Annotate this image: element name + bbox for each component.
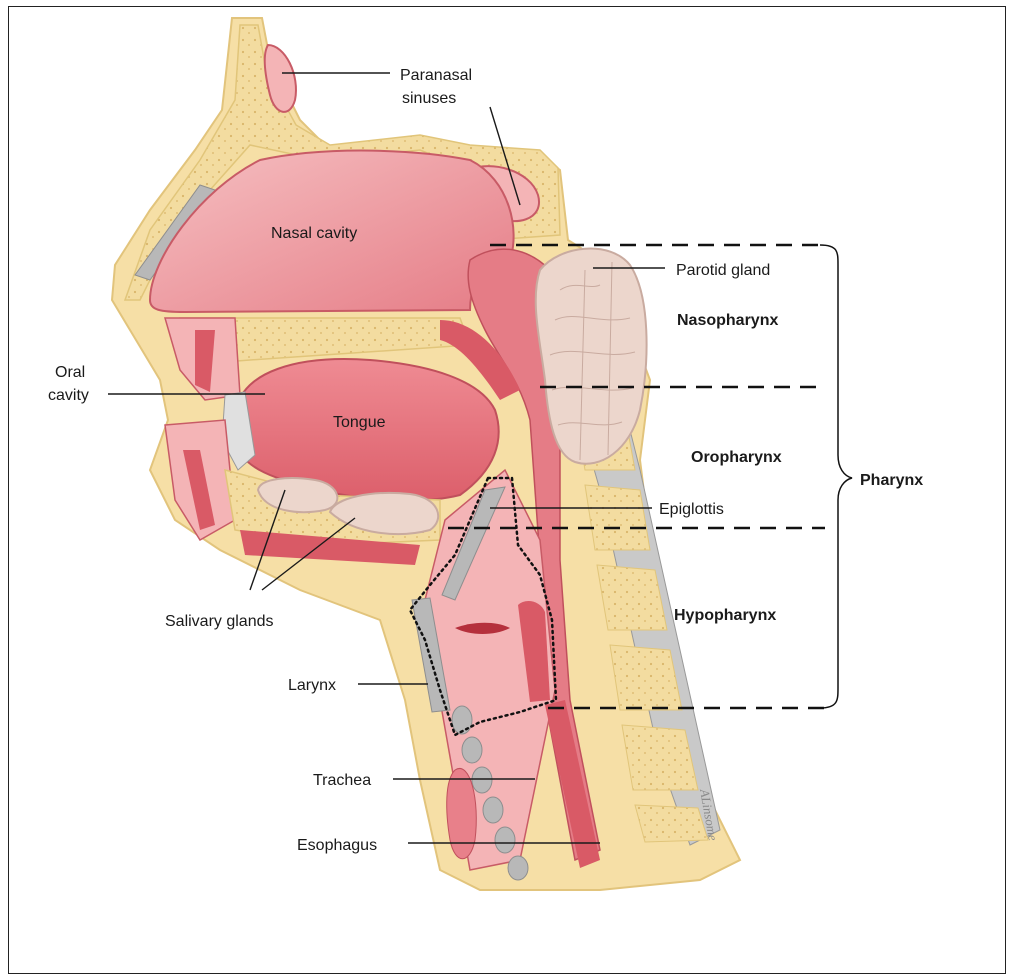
- label-epiglottis: Epiglottis: [659, 501, 724, 518]
- label-paranasal-line2: sinuses: [402, 90, 456, 107]
- pharynx-brace: [820, 245, 852, 708]
- label-nasal-cavity: Nasal cavity: [271, 225, 357, 242]
- parotid-gland: [536, 249, 647, 464]
- label-parotid-gland: Parotid gland: [676, 262, 770, 279]
- label-oral-line1: Oral: [55, 364, 85, 381]
- label-oropharynx: Oropharynx: [691, 449, 782, 466]
- label-larynx: Larynx: [288, 677, 336, 694]
- label-pharynx: Pharynx: [860, 472, 923, 489]
- label-tongue: Tongue: [333, 414, 386, 431]
- label-paranasal-line1: Paranasal: [400, 67, 472, 84]
- label-trachea: Trachea: [313, 772, 371, 789]
- label-oral-line2: cavity: [48, 387, 89, 404]
- label-esophagus: Esophagus: [297, 837, 377, 854]
- label-hypopharynx: Hypopharynx: [674, 607, 776, 624]
- label-nasopharynx: Nasopharynx: [677, 312, 778, 329]
- label-salivary-glands: Salivary glands: [165, 613, 274, 630]
